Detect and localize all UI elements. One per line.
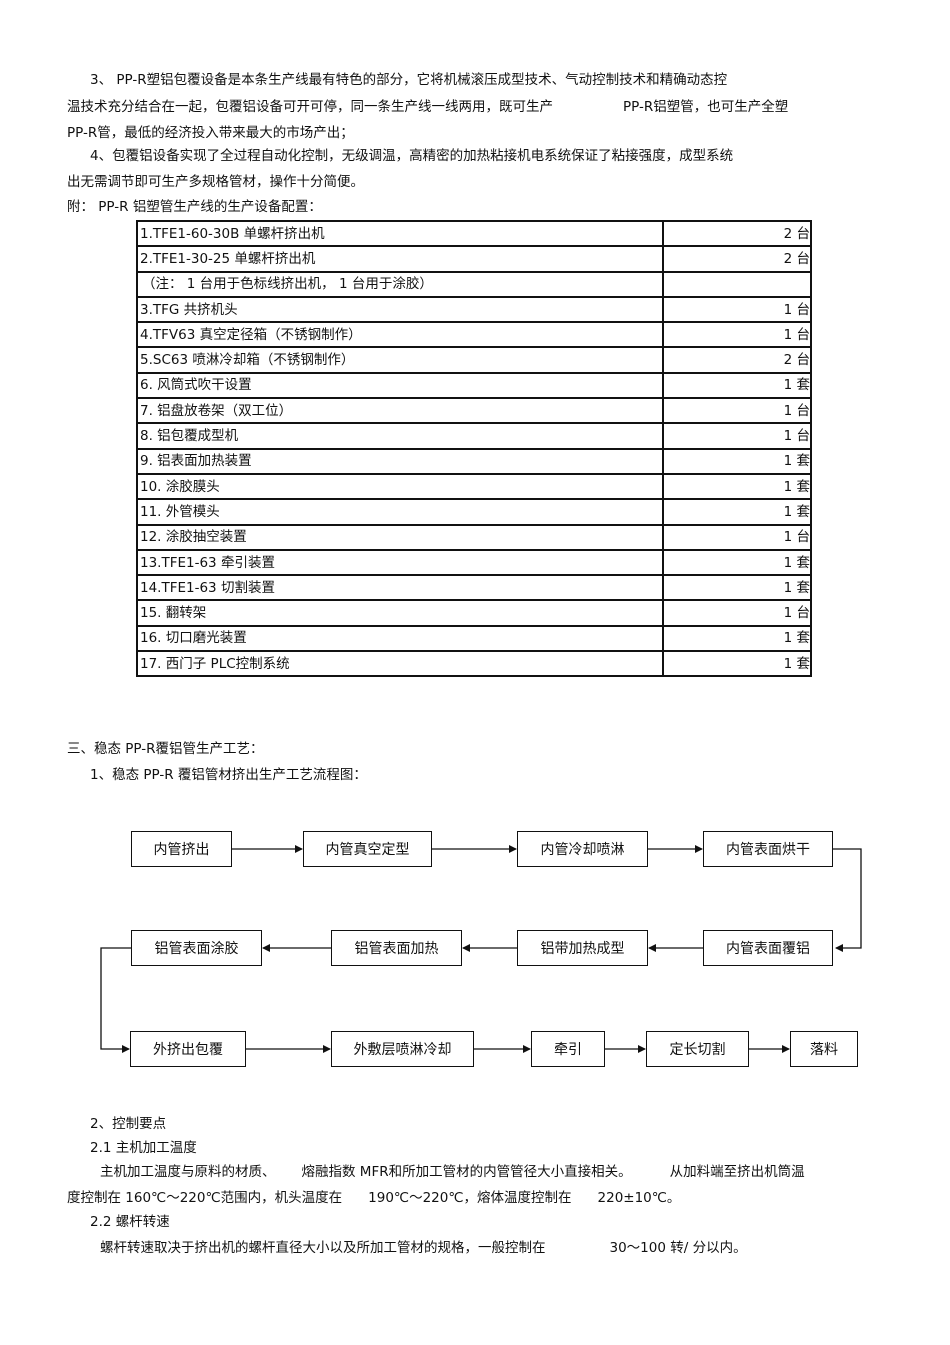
- para4-line1: 4、包覆铝设备实现了全过程自动化控制，无级调温，高精密的加热粘接机电系统保证了粘…: [90, 148, 734, 164]
- control-heading: 2、控制要点: [90, 1116, 167, 1132]
- text-2-1-line1-part1: 主机加工温度与原料的材质、: [100, 1164, 276, 1180]
- flow-step-inner-surface-drying: 内管表面烘干: [703, 831, 833, 867]
- flow-step-outer-spray-cooling: 外敷层喷淋冷却: [331, 1031, 474, 1067]
- subheading-2-1: 2.1 主机加工温度: [90, 1140, 197, 1156]
- text-2-1-line2-part2: 190℃～220℃，熔体温度控制在: [368, 1190, 572, 1206]
- connector-right: [833, 848, 862, 952]
- equipment-quantity: [662, 270, 812, 298]
- equipment-quantity: 1 套: [662, 447, 812, 475]
- equipment-name: 8. 铝包覆成型机: [136, 422, 664, 450]
- flow-step-fixed-length-cutting: 定长切割: [646, 1031, 749, 1067]
- flow-step-inner-spray-cooling: 内管冷却喷淋: [517, 831, 648, 867]
- text-2-1-line2: 度控制在 160℃～220℃范围内，机头温度在 190℃～220℃，熔体温度控制在…: [67, 1189, 680, 1207]
- para4-line2: 出无需调节即可生产多规格管材，操作十分简便。: [67, 174, 364, 190]
- text-2-1-line1-part2: 熔融指数 MFR和所加工管材的内管管径大小直接相关。: [301, 1164, 632, 1180]
- flow-step-haul-off: 牵引: [531, 1031, 605, 1067]
- equipment-row: 7. 铝盘放卷架（双工位）1 台: [136, 397, 812, 425]
- text-2-1-line2-part3: 220±10℃。: [597, 1190, 681, 1206]
- flow-step-strip-heat-forming: 铝带加热成型: [517, 930, 648, 966]
- flow-step-al-surface-gluing: 铝管表面涂胶: [131, 930, 262, 966]
- equipment-quantity: 1 台: [662, 397, 812, 425]
- equipment-name: 12. 涂胶抽空装置: [136, 523, 664, 551]
- text-2-2-part1: 螺杆转速取决于挤出机的螺杆直径大小以及所加工管材的规格，一般控制在: [100, 1240, 546, 1256]
- equipment-name: 5.SC63 喷淋冷却箱（不锈钢制作）: [136, 346, 664, 374]
- equipment-row: 4.TFV63 真空定径箱（不锈钢制作）1 台: [136, 321, 812, 349]
- equipment-name: 13.TFE1-63 牵引装置: [136, 548, 664, 577]
- equipment-name: 2.TFE1-30-25 单螺杆挤出机: [136, 245, 664, 273]
- flow-step-inner-extrusion: 内管挤出: [131, 831, 232, 867]
- para3-line2-part1: 温技术充分结合在一起，包覆铝设备可开可停，同一条生产线一线两用，既可生产: [67, 99, 553, 115]
- flow-step-discharge: 落料: [790, 1031, 858, 1067]
- text-2-1-line2-part1: 度控制在 160℃～220℃范围内，机头温度在: [67, 1190, 343, 1206]
- appendix-heading: 附： PP-R 铝塑管生产线的生产设备配置：: [67, 199, 322, 215]
- equipment-quantity: 1 台: [662, 422, 812, 450]
- equipment-quantity: 1 台: [662, 295, 812, 324]
- text-2-1-line1: 主机加工温度与原料的材质、 熔融指数 MFR和所加工管材的内管管径大小直接相关。 从…: [100, 1163, 805, 1181]
- equipment-quantity: 2 台: [662, 346, 812, 374]
- equipment-name: 7. 铝盘放卷架（双工位）: [136, 397, 664, 425]
- equipment-name: 16. 切口磨光装置: [136, 624, 664, 653]
- equipment-name: 15. 翻转架: [136, 599, 664, 627]
- text-2-2-part2: 30～100 转/ 分以内。: [609, 1240, 747, 1256]
- flow-step-inner-aluminum-wrapping: 内管表面覆铝: [703, 930, 833, 966]
- equipment-quantity: 1 台: [662, 523, 812, 551]
- equipment-quantity: 1 套: [662, 498, 812, 526]
- flowchart-title: 1、稳态 PP-R 覆铝管材挤出生产工艺流程图：: [90, 767, 367, 783]
- equipment-quantity: 1 台: [662, 599, 812, 627]
- para3-line2-part2: PP-R铝塑管，也可生产全塑: [623, 99, 789, 115]
- section3-heading: 三、稳态 PP-R覆铝管生产工艺：: [67, 741, 264, 757]
- equipment-name: 1.TFE1-60-30B 单螺杆挤出机: [136, 219, 664, 248]
- equipment-name: 14.TFE1-63 切割装置: [136, 574, 664, 602]
- equipment-quantity: 2 台: [662, 219, 812, 248]
- equipment-quantity: 1 套: [662, 624, 812, 653]
- equipment-quantity: 2 台: [662, 245, 812, 273]
- equipment-name: 6. 风筒式吹干设置: [136, 371, 664, 400]
- text-2-2: 螺杆转速取决于挤出机的螺杆直径大小以及所加工管材的规格，一般控制在 30～100 …: [100, 1239, 747, 1257]
- equipment-quantity: 1 套: [662, 371, 812, 400]
- equipment-quantity: 1 套: [662, 650, 812, 678]
- flow-step-inner-vacuum-sizing: 内管真空定型: [303, 831, 432, 867]
- para3-line2: 温技术充分结合在一起，包覆铝设备可开可停，同一条生产线一线两用，既可生产 PP-R…: [67, 98, 788, 116]
- equipment-row: 5.SC63 喷淋冷却箱（不锈钢制作）2 台: [136, 346, 812, 374]
- subheading-2-2: 2.2 螺杆转速: [90, 1214, 170, 1230]
- equipment-row: （注： 1 台用于色标线挤出机， 1 台用于涂胶）: [136, 270, 812, 298]
- equipment-quantity: 1 套: [662, 548, 812, 577]
- equipment-name: 4.TFV63 真空定径箱（不锈钢制作）: [136, 321, 664, 349]
- flow-step-outer-extrusion: 外挤出包覆: [130, 1031, 246, 1067]
- equipment-name: 11. 外管模头: [136, 498, 664, 526]
- flow-step-al-surface-heating: 铝管表面加热: [331, 930, 462, 966]
- equipment-name: 17. 西门子 PLC控制系统: [136, 650, 664, 678]
- equipment-note: （注： 1 台用于色标线挤出机， 1 台用于涂胶）: [136, 270, 664, 298]
- equipment-quantity: 1 套: [662, 472, 812, 501]
- connector-left: [100, 947, 131, 1053]
- text-2-1-line1-part3: 从加料端至挤出机筒温: [669, 1164, 805, 1180]
- equipment-quantity: 1 台: [662, 321, 812, 349]
- para3-line1: 3、 PP-R塑铝包覆设备是本条生产线最有特色的部分，它将机械滚压成型技术、气动…: [90, 72, 728, 88]
- equipment-name: 3.TFG 共挤机头: [136, 295, 664, 324]
- equipment-name: 9. 铝表面加热装置: [136, 447, 664, 475]
- para3-line3: PP-R管，最低的经济投入带来最大的市场产出；: [67, 125, 354, 141]
- equipment-quantity: 1 套: [662, 574, 812, 602]
- equipment-name: 10. 涂胶膜头: [136, 472, 664, 501]
